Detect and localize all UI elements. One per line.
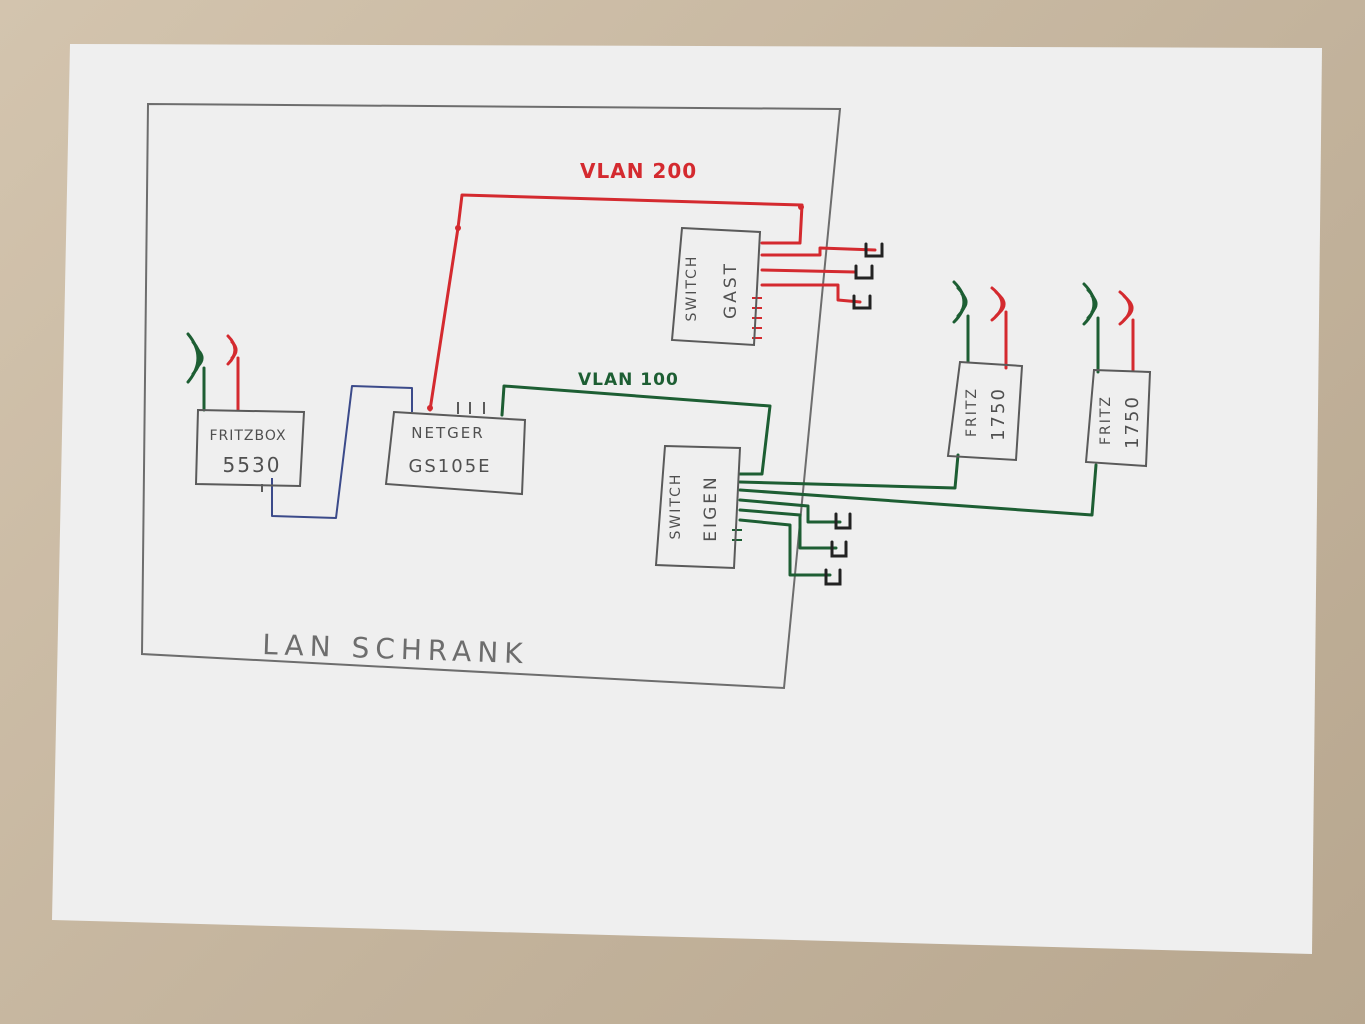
switch-eigen-box [654,444,742,570]
fritz-1750-ap-2-box [1084,368,1152,468]
fritzbox-5530-box [194,408,306,488]
netgear-gs105e-box [384,410,527,496]
netgear-label-line2: GS105E [408,456,491,477]
paper-sheet [52,44,1322,954]
fritz-ap-1-wifi-icon [952,280,1006,324]
vlan-100-label: VLAN 100 [578,370,679,390]
switch-eigen-label-line2: EIGEN [701,474,721,541]
fritz-1750-ap-1-box [946,360,1024,462]
cabinet-red-dots [427,204,804,411]
vlan-200-endpoint-plugs [852,242,884,310]
vlan-100-cabling [202,314,1100,577]
vlan-100-endpoint-plugs [824,512,852,586]
vlan-200-label: VLAN 200 [580,159,697,183]
netgear-port-ticks [261,402,485,492]
netgear-label-line1: NETGER [411,424,484,442]
fritz-ap-2-wifi-icon [1082,282,1134,326]
switch-gast-label-line1: SWITCH [684,255,700,322]
switch-eigen-green-ports [732,529,742,541]
device-boxes [194,226,1152,570]
fritz-ap-2-label-line2: 1750 [1122,395,1143,449]
uplink-cabling [271,385,413,519]
fritz-ap-1-label-line1: FRITZ [964,387,980,437]
fritzbox-label-line2: 5530 [223,453,282,477]
switch-gast-box [670,226,762,347]
fritzbox-wifi-icon [186,332,238,384]
lan-cabinet-box [140,102,842,690]
vlan-200-cabling [236,193,1135,412]
switch-gast-label-line2: GAST [721,261,741,319]
fritz-ap-1-label-line2: 1750 [988,387,1009,441]
fritz-ap-2-label-line1: FRITZ [1098,395,1114,445]
switch-eigen-label-line1: SWITCH [668,473,684,540]
fritzbox-label-line1: FRITZBOX [209,428,286,444]
